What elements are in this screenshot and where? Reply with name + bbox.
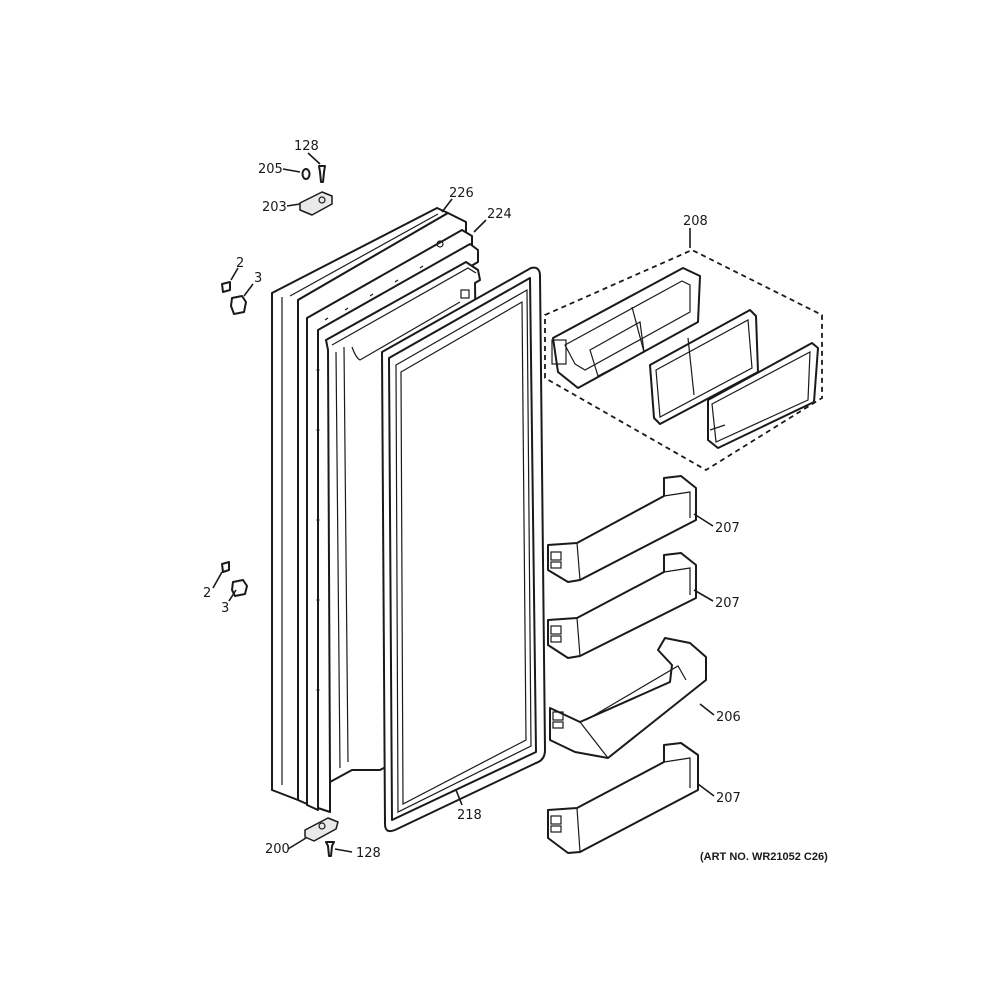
callout-200: 200 [265, 842, 290, 857]
door-gasket [381, 266, 546, 833]
callout-3-bottom: 3 [221, 601, 229, 616]
callout-207-c: 207 [716, 791, 741, 806]
callout-3-top: 3 [254, 271, 262, 286]
callout-labels: 128 205 203 226 224 208 2 3 207 207 2 3 … [203, 139, 828, 863]
callout-208: 208 [683, 214, 708, 229]
callout-207-a: 207 [715, 521, 740, 536]
door-bin-2 [547, 552, 697, 659]
callout-218: 218 [457, 808, 482, 823]
bottom-hinge-assembly [304, 817, 339, 857]
callout-224: 224 [487, 207, 512, 222]
callout-206: 206 [716, 710, 741, 725]
door-bin-1 [547, 475, 697, 583]
leader-lines [212, 152, 715, 853]
door-bin-4 [547, 742, 699, 854]
callout-205: 205 [258, 162, 283, 177]
callout-226: 226 [449, 186, 474, 201]
door-bin-3 [549, 637, 707, 759]
callout-2-bottom: 2 [203, 586, 211, 601]
callout-128-top: 128 [294, 139, 319, 154]
callout-203: 203 [262, 200, 287, 215]
top-hinge-assembly [299, 165, 333, 216]
callout-207-b: 207 [715, 596, 740, 611]
callout-128-bottom: 128 [356, 846, 381, 861]
art-number: (ART NO. WR21052 C26) [700, 851, 828, 863]
callout-2-top: 2 [236, 256, 244, 271]
door-stop-screws [221, 281, 248, 597]
dairy-bin-assembly [544, 249, 823, 472]
